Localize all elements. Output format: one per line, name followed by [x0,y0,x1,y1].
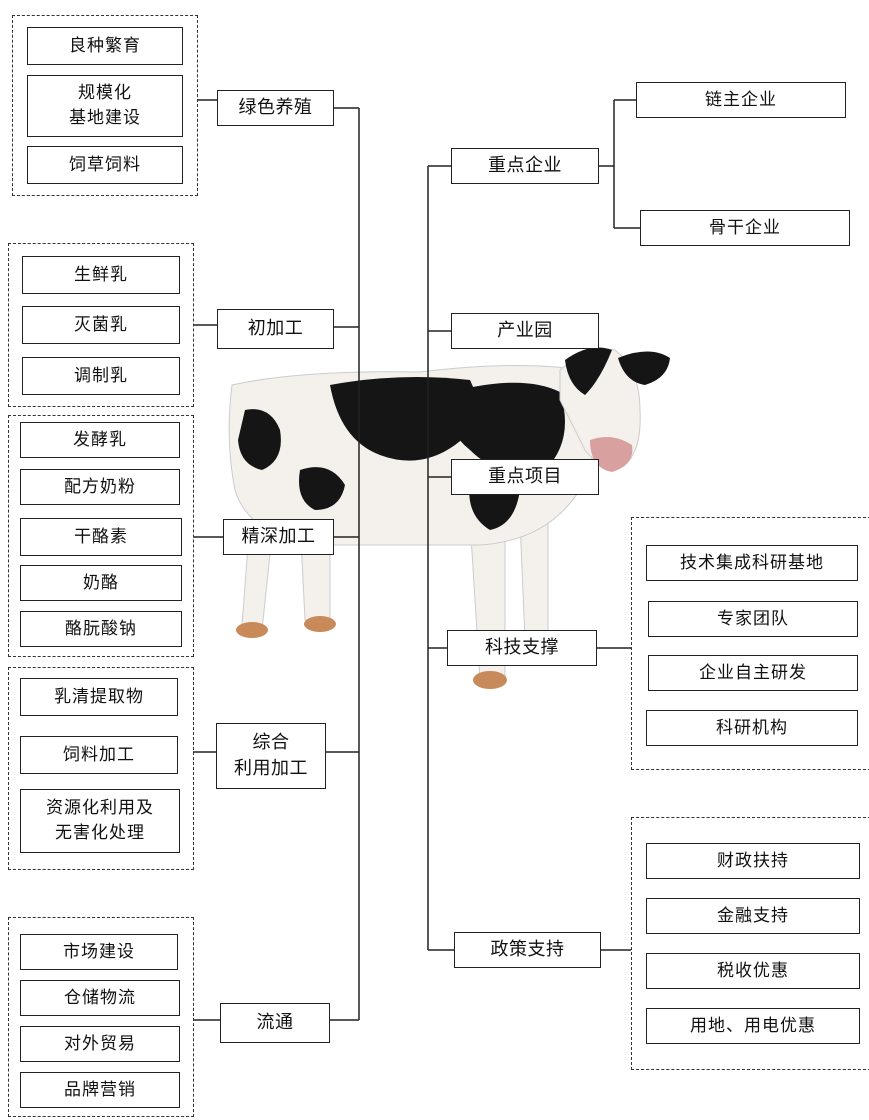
hub-key-enterprises: 重点企业 [451,148,599,184]
hub-primary-processing: 初加工 [217,309,334,349]
item-feed-processing: 饲料加工 [20,736,178,774]
group-green-breeding [12,15,198,196]
item-warehousing-logistics: 仓储物流 [20,980,180,1016]
item-fiscal-support: 财政扶持 [646,843,860,879]
item-brand-marketing: 品牌营销 [20,1072,180,1108]
item-cheese: 奶酪 [20,565,182,601]
item-fermented-milk: 发酵乳 [20,422,180,458]
group-comprehensive-use [8,667,194,870]
group-policy-support [631,817,869,1070]
item-backbone-enterprise: 骨干企业 [640,210,850,246]
item-research-institution: 科研机构 [646,710,858,746]
item-foreign-trade: 对外贸易 [20,1026,180,1062]
hub-green-breeding: 绿色养殖 [217,90,334,126]
hub-deep-processing: 精深加工 [223,519,334,555]
item-chain-leader: 链主企业 [636,82,846,118]
item-resource-utilization: 资源化利用及 无害化处理 [20,789,180,853]
hub-tech-support: 科技支撑 [447,630,597,666]
hub-circulation: 流通 [220,1003,330,1043]
item-market-construction: 市场建设 [20,934,178,970]
item-enterprise-rnd: 企业自主研发 [648,655,858,691]
group-circulation [8,917,194,1117]
item-modified-milk: 调制乳 [22,357,180,395]
item-expert-team: 专家团队 [648,601,858,637]
item-forage-feed: 饲草饲料 [27,146,183,184]
item-formula-milk-powder: 配方奶粉 [20,469,180,505]
group-primary-processing [8,243,194,407]
item-casein: 干酪素 [20,518,182,556]
item-financial-support: 金融支持 [646,898,860,934]
item-tech-research-base: 技术集成科研基地 [646,545,858,581]
group-tech-support [631,517,869,770]
hub-policy-support: 政策支持 [454,932,601,968]
item-sodium-caseinate: 酪朊酸钠 [20,611,182,647]
item-large-scale-base: 规模化 基地建设 [27,75,183,137]
item-whey-extract: 乳清提取物 [20,678,178,716]
item-land-electricity-preference: 用地、用电优惠 [646,1008,860,1044]
item-sterilized-milk: 灭菌乳 [22,306,180,344]
hub-key-projects: 重点项目 [451,459,599,495]
item-raw-milk: 生鲜乳 [22,256,180,294]
group-deep-processing [8,415,194,657]
item-improved-breeding: 良种繁育 [27,27,183,65]
hub-comprehensive-use: 综合 利用加工 [216,723,326,789]
item-tax-preference: 税收优惠 [646,953,860,989]
hub-industrial-park: 产业园 [451,313,599,349]
